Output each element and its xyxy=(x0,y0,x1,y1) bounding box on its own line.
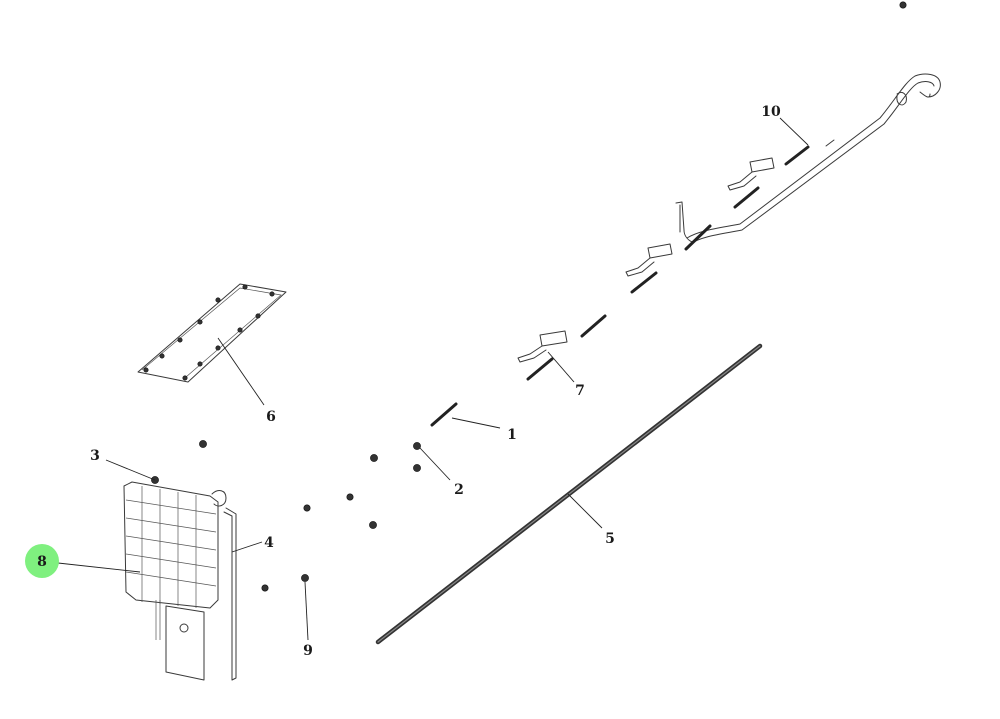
callout-3[interactable]: 3 xyxy=(90,448,100,464)
part-3-nuts[interactable] xyxy=(151,440,207,484)
part-9-bolts[interactable] xyxy=(261,504,311,592)
callout-10[interactable]: 10 xyxy=(761,104,781,120)
part-7-bracket-middle[interactable] xyxy=(625,243,673,277)
callout-2[interactable]: 2 xyxy=(454,482,464,498)
part-8-expansion-tank[interactable] xyxy=(123,481,237,681)
part-10-coolant-pipe[interactable] xyxy=(675,1,941,245)
callout-5[interactable]: 5 xyxy=(605,531,615,547)
callout-6[interactable]: 6 xyxy=(266,409,276,425)
callout-4[interactable]: 4 xyxy=(264,535,274,551)
callout-8-highlight xyxy=(25,544,59,578)
part-5-long-rod[interactable] xyxy=(375,343,763,645)
callout-labels: 1 2 3 4 5 6 7 8 9 10 xyxy=(37,104,781,659)
callout-1[interactable]: 1 xyxy=(507,427,517,443)
part-2-nuts[interactable] xyxy=(346,442,421,529)
part-7-bracket-upper[interactable] xyxy=(727,157,775,191)
part-1-bolts[interactable] xyxy=(430,145,810,427)
part-6-cover-plate[interactable] xyxy=(137,283,287,383)
pipe-end-cap-icon xyxy=(899,1,907,9)
callout-8[interactable]: 8 xyxy=(37,554,47,570)
callout-9[interactable]: 9 xyxy=(303,643,313,659)
callout-7[interactable]: 7 xyxy=(575,383,585,399)
leader-lines xyxy=(57,117,809,641)
part-7-bracket-lower[interactable] xyxy=(517,330,568,363)
